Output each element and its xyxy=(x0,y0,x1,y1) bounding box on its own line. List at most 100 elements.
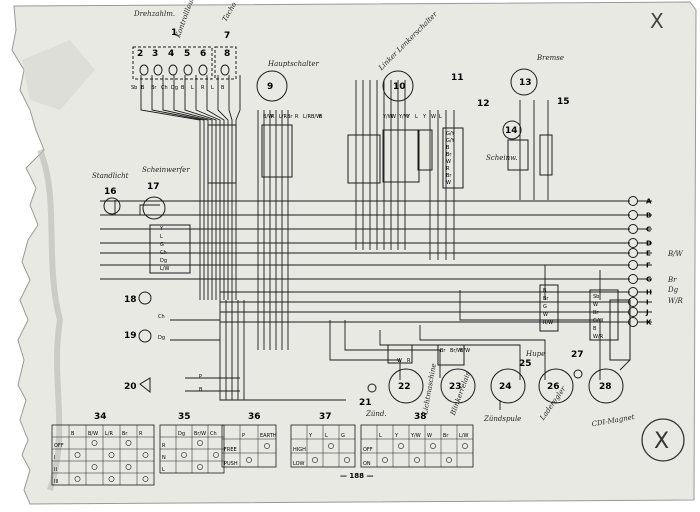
table-contact xyxy=(246,457,252,463)
wire-color-label: R xyxy=(295,114,299,120)
wire-color-label: B/W xyxy=(263,114,273,120)
component-34-number: 34 xyxy=(94,412,107,422)
wire-label-p: P xyxy=(199,374,202,380)
table-contact xyxy=(125,440,132,446)
table-header: R xyxy=(139,431,143,437)
wire-regulator xyxy=(419,325,546,380)
component-14-number: 14 xyxy=(505,126,518,136)
voltage-regulator xyxy=(538,368,574,404)
gauge-lamp xyxy=(168,64,178,76)
wire-color-label: G/Y xyxy=(446,138,456,144)
bundle-top xyxy=(184,75,217,300)
indicator-lamp-18 xyxy=(138,291,152,305)
table-header: P xyxy=(242,433,245,439)
connector-letter: J xyxy=(645,309,649,317)
table-header: L xyxy=(379,433,382,439)
wire-color-label: R xyxy=(407,358,411,364)
wire-color-label: L/W xyxy=(160,266,169,272)
wire-color-label: Br xyxy=(151,85,157,91)
indicator-lamp-19 xyxy=(138,329,152,343)
small-lamp xyxy=(502,120,522,140)
gauge-lamp xyxy=(198,64,208,76)
wire-label-b: B xyxy=(199,387,203,393)
wire-flasher xyxy=(344,320,441,378)
corner-mark-bottom: X xyxy=(641,418,685,462)
wire-color-label: L xyxy=(191,85,194,91)
neutral-switch xyxy=(573,369,583,379)
wire-color-label: B/W xyxy=(311,114,321,120)
alternator xyxy=(388,368,424,404)
table-row-label: I xyxy=(54,455,55,461)
table-header: B xyxy=(71,431,75,437)
connector-block xyxy=(417,129,433,171)
wire-color-label: Ch xyxy=(161,85,168,91)
table-header: Y xyxy=(394,433,399,439)
table-contact xyxy=(108,476,115,482)
wire-color-label: B xyxy=(593,326,597,332)
table-border xyxy=(221,424,277,468)
connector-letter: F xyxy=(646,262,651,270)
note-connector-k: W/R xyxy=(668,297,684,305)
table-header: L/W xyxy=(459,433,468,439)
component-4-number: 4 xyxy=(168,49,174,59)
gauge-lamp xyxy=(153,64,163,76)
table-row-label: L xyxy=(162,467,165,473)
connector-block xyxy=(149,224,191,274)
table-header: Y/W xyxy=(410,433,421,439)
table-contact xyxy=(414,457,420,463)
bundle-top xyxy=(235,75,241,300)
note-scheinwerfer-small: Scheinw. xyxy=(486,154,518,162)
component-19-number: 19 xyxy=(124,331,137,341)
table-contact xyxy=(344,457,350,463)
table-contact xyxy=(382,457,388,463)
connector-block xyxy=(609,299,631,361)
connector-letter: C xyxy=(646,226,651,234)
wire-color-label: Y/W xyxy=(398,114,409,120)
wire-color-label: Br xyxy=(287,114,293,120)
component-10-number: 10 xyxy=(393,82,406,92)
note-connector-j: Dg xyxy=(667,286,679,294)
connector-letter: I xyxy=(646,299,649,307)
table-header: Br xyxy=(122,431,128,437)
table-header: EARTH xyxy=(260,433,277,439)
note-connector-d: B/W xyxy=(667,250,684,258)
gauge-lamp xyxy=(183,64,193,76)
table-header: L xyxy=(325,433,328,439)
table-row-label: II xyxy=(54,467,57,473)
table-contact xyxy=(74,452,81,458)
table-contact xyxy=(462,443,468,449)
table-row-label: OFF xyxy=(363,447,373,453)
table-contact xyxy=(213,452,219,458)
table-row-label: PUSH xyxy=(224,461,238,467)
wire-cdi xyxy=(459,290,601,380)
table-row-label: HIGH xyxy=(293,447,306,453)
component-15-number: 15 xyxy=(557,97,570,107)
component-18-number: 18 xyxy=(124,295,137,305)
table-contact xyxy=(446,457,452,463)
note-zuendspule: Zündspule xyxy=(483,415,521,423)
component-9-number: 9 xyxy=(267,82,273,92)
connector-block xyxy=(347,134,381,184)
wire-color-label: L xyxy=(439,114,442,120)
connector-block xyxy=(507,139,529,171)
component-17-number: 17 xyxy=(147,182,160,192)
table-row-label: OFF xyxy=(54,443,64,449)
wire-color-label: Br xyxy=(446,173,452,179)
table-contact xyxy=(197,440,203,446)
wire-color-label: Y xyxy=(406,114,411,120)
wire-17 xyxy=(139,204,160,215)
note-scheinwerfer: Scheinwerfer xyxy=(142,166,190,174)
wire-color-label: W xyxy=(431,114,436,120)
wire-color-label: G/Y xyxy=(446,131,456,137)
note-drehzahlmesser: Drehzahlm. xyxy=(133,10,175,18)
wire-color-label: R xyxy=(271,114,275,120)
component-12-number: 12 xyxy=(477,99,490,109)
wire-color-label: Y xyxy=(159,226,164,232)
table-contact xyxy=(312,457,318,463)
